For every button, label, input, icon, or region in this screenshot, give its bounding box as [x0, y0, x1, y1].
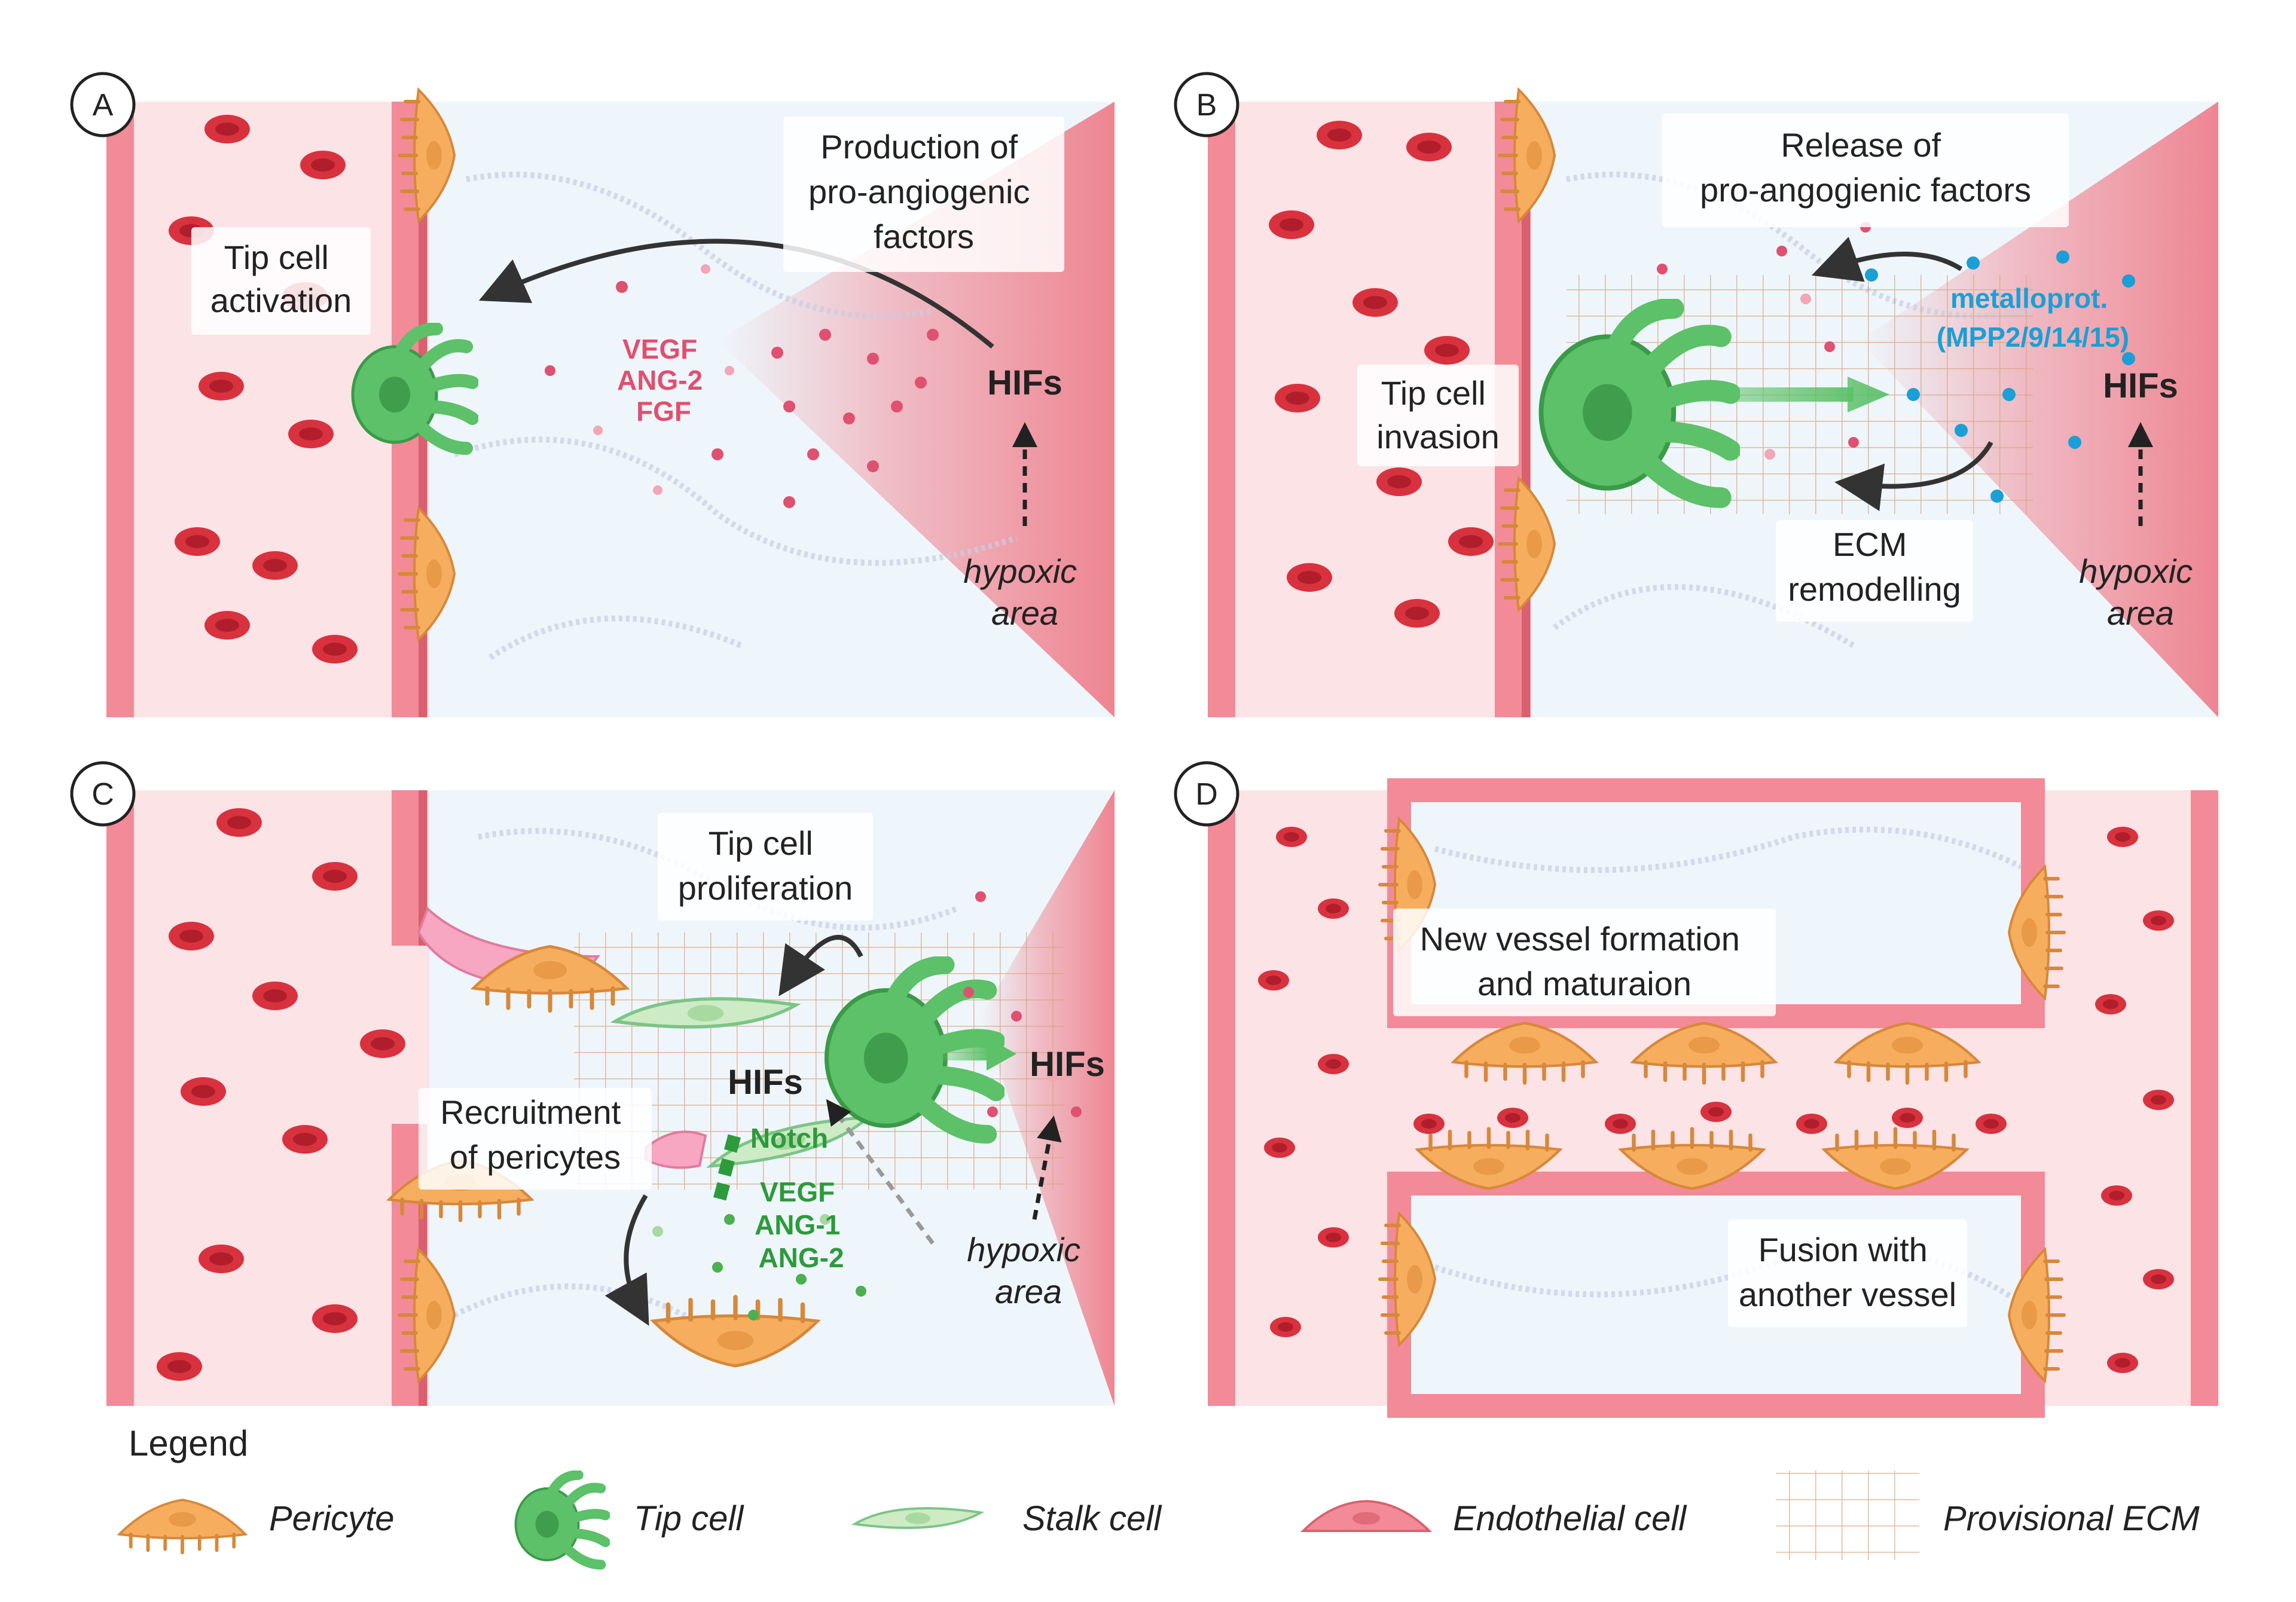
recruit-arrow — [604, 1194, 649, 1326]
svg-text:Fusion with another ves: Fusion with another vessel — [1739, 1231, 1956, 1313]
factor-particles — [1657, 222, 2135, 503]
hifs-label: HIFs — [2103, 366, 2178, 405]
legend-item-stalk-cell: Stalk cell — [1022, 1499, 1162, 1538]
legend-item-pericyte: Pericyte — [269, 1499, 395, 1538]
panel-letter — [70, 761, 136, 827]
hypoxic-label: hypoxic — [2079, 552, 2193, 590]
remodelling-arrow — [1834, 441, 1993, 512]
metallo-label: metalloprot. — [1950, 283, 2108, 314]
factor-label: ANG-1 — [755, 1209, 840, 1240]
fusion-label: Fusion with — [1758, 1231, 1928, 1268]
panel-c: Tip cell proliferation HIFs HIFs Recruit… — [70, 761, 1115, 1406]
tip-invasion-label: invasion — [1376, 418, 1499, 455]
proliferation-arrow — [778, 935, 863, 996]
panel-b: Release of pro-angogienic factors metall… — [1174, 72, 2218, 717]
legend-item-provisional-ecm: Provisional ECM — [1943, 1499, 2200, 1538]
endothelial-cell-icon — [1302, 1500, 1431, 1533]
tip-activation-label: Tip cell — [224, 239, 329, 276]
provisional-ecm-icon — [1776, 1470, 1919, 1560]
release-label: pro-angogienic factors — [1700, 171, 2031, 209]
hifs-label: HIFs — [1030, 1045, 1105, 1084]
legend-item-endothelial-cell: Endothelial cell — [1453, 1499, 1687, 1538]
svg-text:New vessel formation and: New vessel formation and maturaion — [1420, 920, 1750, 1002]
factor-label: VEGF — [622, 334, 697, 365]
ecm-label: ECM — [1833, 525, 1907, 563]
panel-letter-text: C — [91, 777, 114, 812]
factor-label: ANG-2 — [758, 1242, 844, 1273]
tip-cell-icon — [516, 1475, 606, 1565]
hypoxic-label: area — [991, 594, 1058, 632]
proliferation-label: proliferation — [678, 869, 853, 907]
new-vessel-label: and maturaion — [1477, 965, 1692, 1002]
panel-d: New vessel formation and maturaion Fusio… — [1174, 761, 2218, 1418]
notch-label: Notch — [750, 1123, 828, 1154]
svg-text:Tip cell activation: Tip cell activation — [210, 239, 352, 319]
ecm-label: remodelling — [1788, 570, 1961, 608]
recruit-label: of pericytes — [450, 1138, 621, 1176]
svg-text:VEGF ANG-1 ANG-2: VEGF ANG-1 ANG-2 — [755, 1176, 848, 1273]
vegf-particles — [545, 264, 939, 508]
panel-letter — [1174, 72, 1239, 137]
hypoxic-label: hypoxic — [963, 552, 1077, 590]
hypoxic-label: area — [2107, 594, 2174, 632]
svg-text:ECM remodelling: ECM remodelling — [1788, 525, 1961, 608]
notch-receptor — [713, 1134, 741, 1201]
production-label: Production of — [820, 128, 1018, 166]
panel-letter-text: D — [1195, 777, 1218, 812]
legend-item-tip-cell: Tip cell — [634, 1499, 744, 1538]
svg-text:Recruitment of pericytes: Recruitment of pericytes — [440, 1093, 630, 1176]
factor-label: FGF — [636, 396, 691, 427]
svg-text:Tip cell invasion: Tip cell invasion — [1376, 374, 1499, 455]
svg-text:hypoxic area: hypoxic area — [2079, 552, 2202, 632]
production-label: pro-angiogenic — [808, 173, 1030, 210]
tip-activation-label: activation — [210, 282, 352, 319]
fusion-label: another vessel — [1739, 1276, 1956, 1313]
release-label: Release of — [1781, 126, 1941, 164]
hypoxic-label: area — [995, 1273, 1062, 1310]
svg-text:Release of pro-angogieni: Release of pro-angogienic factors — [1700, 126, 2031, 209]
legend-title: Legend — [129, 1423, 248, 1463]
svg-text:Production of pro-angiog: Production of pro-angiogenic factors — [808, 128, 1039, 255]
metallo-label: (MPP2/9/14/15) — [1937, 322, 2129, 353]
panel-letter-text: A — [93, 88, 114, 123]
tip-invasion-label: Tip cell — [1381, 374, 1486, 412]
endothelial-wall — [1208, 790, 2218, 1406]
panel-letter — [70, 72, 136, 137]
production-label: factors — [874, 218, 974, 255]
svg-text:Tip cell proliferation: Tip cell proliferation — [678, 824, 853, 907]
new-vessel-label: New vessel formation — [1420, 920, 1740, 958]
proliferation-label: Tip cell — [709, 824, 813, 862]
signal-arrow — [478, 239, 994, 349]
release-arrow — [1811, 237, 1963, 282]
panel-a: Tip cell activation Production of pro-an… — [70, 72, 1115, 717]
pericyte-icon — [120, 1500, 246, 1552]
legend: Legend Pericyte Tip cell Stalk cell Endo… — [120, 1423, 2200, 1565]
factor-label: ANG-2 — [617, 365, 703, 396]
hifs-label: HIFs — [987, 363, 1062, 402]
stalk-cell-icon — [853, 1507, 982, 1529]
svg-text:hypoxic area: hypoxic area — [967, 1231, 1089, 1310]
factor-label: VEGF — [760, 1176, 835, 1207]
svg-text:hypoxic area: hypoxic area — [963, 552, 1086, 632]
svg-text:metalloprot. (MPP2/9/14/: metalloprot. (MPP2/9/14/15) — [1937, 283, 2129, 353]
hifs-label: HIFs — [728, 1063, 803, 1102]
svg-text:VEGF ANG-2 FGF: VEGF ANG-2 FGF — [617, 334, 710, 427]
recruit-label: Recruitment — [440, 1093, 621, 1131]
panel-letter-text: B — [1196, 88, 1217, 123]
hifs-dashed-arrow — [826, 1099, 935, 1245]
panel-letter — [1174, 761, 1239, 827]
hypoxic-label: hypoxic — [967, 1231, 1080, 1268]
